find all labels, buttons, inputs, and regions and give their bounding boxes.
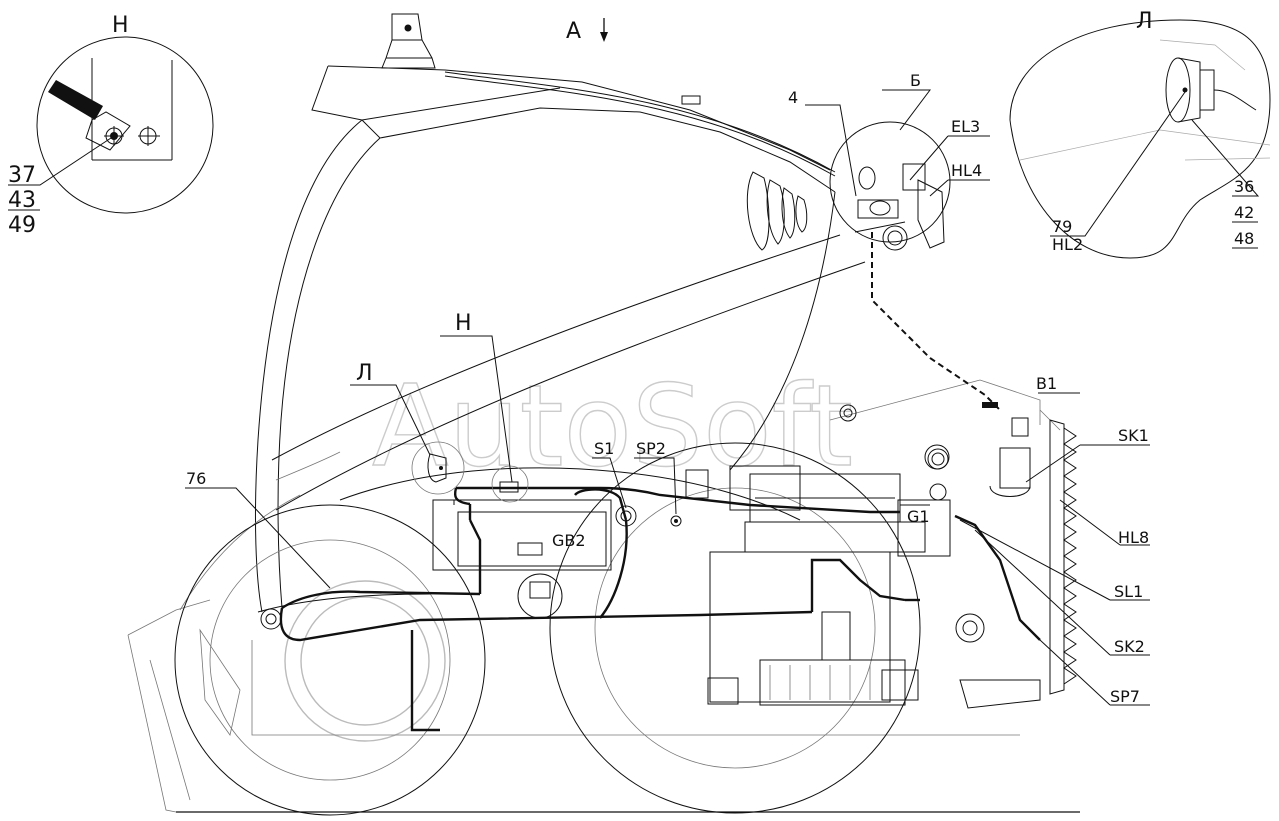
relay-block (517, 573, 563, 619)
battery-box (432, 499, 612, 571)
callout-el3: EL3 (951, 117, 980, 136)
engine-block (685, 465, 926, 706)
cable-clip-b1 (982, 402, 998, 408)
callout-sp2: SP2 (636, 439, 666, 458)
callout-hl8: HL8 (1118, 528, 1149, 547)
wiring-harness (279, 486, 1041, 732)
front-wheel (549, 442, 921, 814)
radiator-grille (959, 417, 1077, 709)
leader-lines (185, 89, 1150, 706)
callout-36: 36 (1234, 177, 1254, 196)
view-label-n: Н (112, 13, 129, 38)
sensor-sp2 (670, 515, 682, 527)
callout-hl2: HL2 (1052, 235, 1083, 254)
callout-sk1: SK1 (1118, 426, 1149, 445)
callout-sk2: SK2 (1114, 637, 1145, 656)
view-arrow-a (600, 18, 608, 42)
callout-g1: G1 (907, 507, 930, 526)
cab-outline (254, 65, 866, 613)
watermark: AutoSoft (372, 362, 853, 492)
side-lamp-hl2 (411, 441, 465, 495)
body-structure (127, 379, 1061, 813)
view-label-b: Б (910, 71, 921, 90)
callout-49: 49 (8, 213, 36, 238)
hitch-pin (260, 608, 282, 630)
watermark-copyright-icon (284, 580, 446, 742)
dashed-cable (871, 232, 1001, 411)
beacon-lamp (381, 13, 436, 69)
detail-b-circle (829, 121, 951, 249)
detail-n (8, 36, 214, 214)
callout-gb2: GB2 (552, 531, 586, 550)
switch-s1 (615, 505, 637, 527)
callout-s1: S1 (594, 439, 614, 458)
cab-vents (746, 171, 808, 251)
rear-wheel (174, 504, 486, 816)
detail-l (1009, 19, 1271, 259)
callout-76: 76 (186, 469, 206, 488)
roof-rod (444, 71, 836, 177)
callout-42: 42 (1234, 203, 1254, 222)
callout-l-mark: Л (356, 361, 373, 386)
callout-hl4: HL4 (951, 161, 982, 180)
view-label-l: Л (1136, 9, 1153, 34)
front-pulleys (839, 225, 985, 643)
callout-n-mark: Н (455, 311, 472, 336)
generator-g1 (897, 448, 951, 557)
view-label-a: А (566, 19, 581, 44)
callout-4: 4 (788, 88, 798, 107)
callout-b1: B1 (1036, 374, 1057, 393)
callout-43: 43 (8, 188, 36, 213)
callout-79: 79 (1052, 217, 1072, 236)
callout-48: 48 (1234, 229, 1254, 248)
callout-sp7: SP7 (1110, 687, 1140, 706)
callout-37: 37 (8, 163, 36, 188)
callout-sl1: SL1 (1114, 582, 1143, 601)
